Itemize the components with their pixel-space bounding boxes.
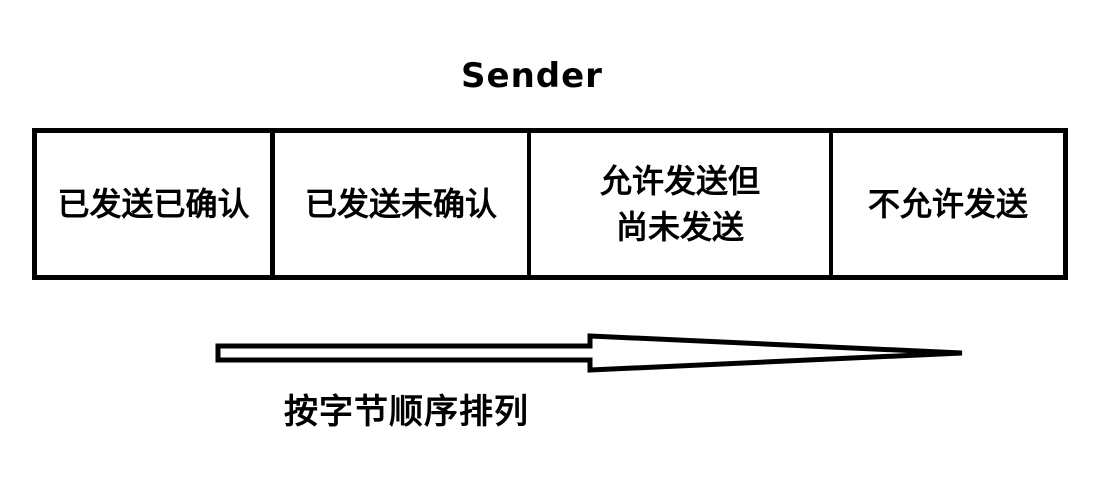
sender-title: Sender bbox=[461, 56, 603, 96]
segment-sent-acked: 已发送已确认 bbox=[37, 133, 275, 275]
segment-allowed-not-sent: 允许发送但 尚未发送 bbox=[531, 133, 833, 275]
segment-not-allowed: 不允许发送 bbox=[867, 185, 1028, 223]
byte-order-arrow-icon bbox=[215, 333, 963, 373]
segment-sent-unacked: 已发送未确认 bbox=[275, 133, 531, 275]
arrow-shape bbox=[215, 333, 963, 373]
byte-order-caption: 按字节顺序排列 bbox=[284, 392, 529, 432]
send-window-buffer: 已发送已确认 已发送未确认 允许发送但 尚未发送 不允许发送 bbox=[32, 128, 1068, 280]
